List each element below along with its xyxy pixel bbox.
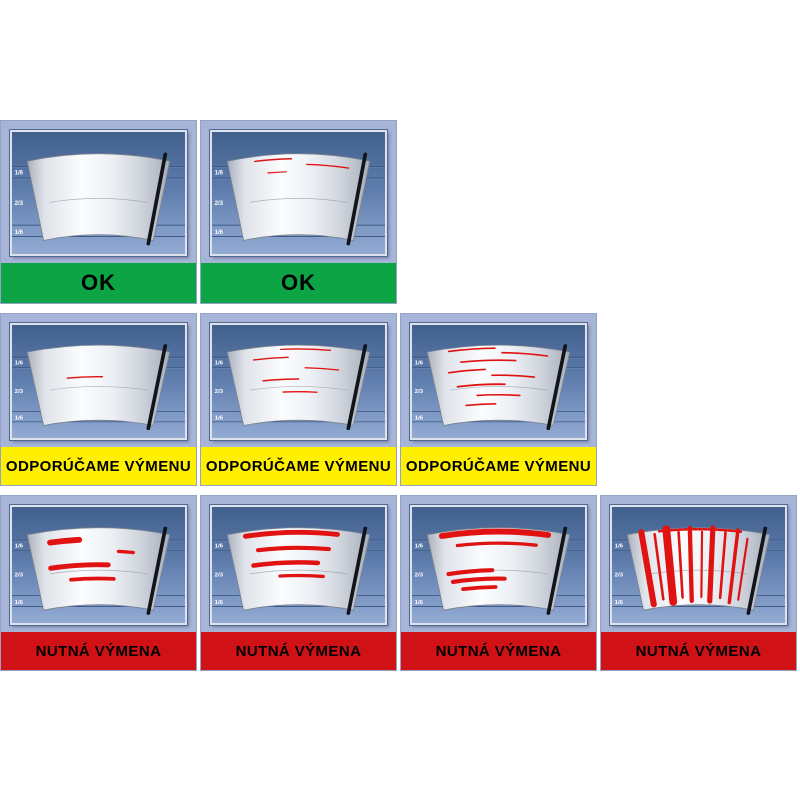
wiper-sweep-graphic: 1/6 2/3 1/6 bbox=[412, 507, 585, 623]
status-label: NUTNÁ VÝMENA bbox=[401, 632, 596, 670]
wiped-area bbox=[426, 344, 571, 426]
zone-label: 1/6 bbox=[15, 416, 24, 422]
wiper-panel: 1/6 2/3 1/6 bbox=[10, 130, 187, 256]
zone-label: 1/6 bbox=[415, 544, 424, 550]
zone-label: 1/6 bbox=[15, 230, 24, 236]
wiper-sweep-graphic: 1/6 2/3 1/6 bbox=[412, 325, 585, 438]
wiped-area bbox=[226, 344, 371, 426]
zone-label: 1/6 bbox=[15, 600, 24, 606]
zone-label: 2/3 bbox=[415, 389, 424, 395]
wiper-sweep-graphic: 1/6 2/3 1/6 bbox=[212, 507, 385, 623]
wiper-blade-icon bbox=[746, 526, 768, 615]
wiper-sweep-graphic: 1/6 2/3 1/6 bbox=[12, 325, 185, 438]
wiped-area bbox=[26, 527, 171, 611]
wiper-sweep-graphic: 1/6 2/3 1/6 bbox=[212, 325, 385, 438]
status-label: ODPORÚČAME VÝMENU bbox=[201, 447, 396, 485]
wiper-blade-icon bbox=[146, 526, 168, 615]
wiped-area bbox=[26, 344, 171, 426]
zone-label: 1/6 bbox=[15, 544, 24, 550]
wiper-panel: 1/6 2/3 1/6 bbox=[410, 323, 587, 440]
wear-streaks bbox=[254, 158, 350, 174]
zone-label: 1/6 bbox=[415, 600, 424, 606]
zone-label: 2/3 bbox=[15, 389, 24, 395]
status-label: ODPORÚČAME VÝMENU bbox=[401, 447, 596, 485]
wiper-blade-icon bbox=[146, 152, 168, 246]
wear-streaks bbox=[438, 528, 552, 591]
wear-streaks bbox=[66, 376, 104, 379]
zone-label: 1/6 bbox=[215, 416, 224, 422]
zone-label: 2/3 bbox=[15, 201, 24, 207]
wear-streaks bbox=[242, 529, 340, 579]
zone-label: 2/3 bbox=[215, 201, 224, 207]
zone-label: 1/6 bbox=[215, 544, 224, 550]
zone-label: 2/3 bbox=[15, 573, 24, 579]
status-label: NUTNÁ VÝMENA bbox=[1, 632, 196, 670]
wiped-area bbox=[426, 527, 571, 611]
wiper-blade-icon bbox=[346, 344, 368, 431]
zone-label: 1/6 bbox=[215, 600, 224, 606]
zone-label: 1/6 bbox=[615, 600, 624, 606]
wiper-panel: 1/6 2/3 1/6 bbox=[610, 505, 787, 625]
wiper-blade-icon bbox=[346, 526, 368, 615]
wiper-sweep-graphic: 1/6 2/3 1/6 bbox=[612, 507, 785, 623]
wiper-blade-icon bbox=[346, 152, 368, 246]
wiper-panel: 1/6 2/3 1/6 bbox=[210, 323, 387, 440]
wiper-blade-icon bbox=[146, 344, 168, 431]
zone-label: 1/6 bbox=[215, 230, 224, 236]
wiper-sweep-graphic: 1/6 2/3 1/6 bbox=[12, 132, 185, 254]
status-label: OK bbox=[201, 263, 396, 303]
zone-label: 1/6 bbox=[15, 171, 24, 177]
wear-streaks bbox=[252, 348, 340, 393]
wiper-panel: 1/6 2/3 1/6 bbox=[10, 323, 187, 440]
wiper-panel: 1/6 2/3 1/6 bbox=[210, 505, 387, 625]
zone-label: 2/3 bbox=[615, 573, 624, 579]
wiper-sweep-graphic: 1/6 2/3 1/6 bbox=[212, 132, 385, 254]
wear-streaks bbox=[447, 347, 549, 407]
status-label: OK bbox=[1, 263, 196, 303]
zone-label: 1/6 bbox=[215, 171, 224, 177]
zone-label: 1/6 bbox=[215, 361, 224, 367]
zone-label: 1/6 bbox=[415, 416, 424, 422]
wiped-area bbox=[226, 153, 371, 242]
wiper-blade-icon bbox=[546, 526, 568, 615]
zone-label: 2/3 bbox=[415, 573, 424, 579]
zone-label: 2/3 bbox=[215, 389, 224, 395]
status-label: NUTNÁ VÝMENA bbox=[601, 632, 796, 670]
wiper-panel: 1/6 2/3 1/6 bbox=[210, 130, 387, 256]
zone-label: 2/3 bbox=[215, 573, 224, 579]
wear-streaks bbox=[638, 525, 749, 608]
zone-label: 1/6 bbox=[15, 361, 24, 367]
wiper-panel: 1/6 2/3 1/6 bbox=[10, 505, 187, 625]
wiped-area bbox=[226, 527, 371, 611]
status-label: NUTNÁ VÝMENA bbox=[201, 632, 396, 670]
status-label: ODPORÚČAME VÝMENU bbox=[1, 447, 196, 485]
wiper-panel: 1/6 2/3 1/6 bbox=[410, 505, 587, 625]
wiped-area bbox=[26, 153, 171, 242]
zone-label: 1/6 bbox=[615, 544, 624, 550]
wiper-blade-icon bbox=[546, 344, 568, 431]
wear-streaks bbox=[47, 536, 135, 582]
zone-label: 1/6 bbox=[415, 361, 424, 367]
wiper-sweep-graphic: 1/6 2/3 1/6 bbox=[12, 507, 185, 623]
